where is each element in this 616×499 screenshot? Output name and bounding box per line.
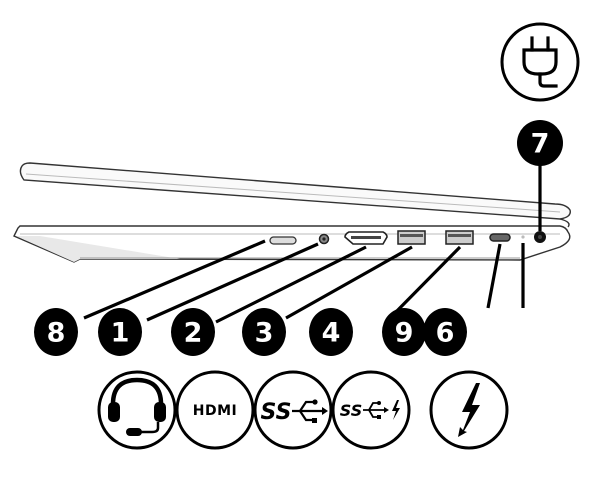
- usb-a-port-2-tongue: [448, 234, 471, 237]
- hdmi-port-contacts: [351, 236, 381, 239]
- svg-text:SS: SS: [261, 400, 292, 425]
- usb-superspeed-charging-icon: SS: [331, 370, 411, 450]
- leader-lines: [83, 160, 542, 324]
- svg-text:9: 9: [395, 318, 414, 349]
- thunderbolt-icon: [429, 370, 509, 450]
- memory-card-reader-slot: [269, 236, 297, 245]
- svg-text:7: 7: [531, 129, 550, 160]
- svg-text:2: 2: [184, 318, 203, 349]
- leader-line-2: [215, 245, 367, 324]
- callout-4: 4: [309, 308, 353, 356]
- usb-a-port-2: [445, 230, 474, 245]
- callout-1: 1: [98, 308, 142, 356]
- laptop-lid: [19, 162, 571, 220]
- svg-text:HDMI: HDMI: [193, 403, 237, 419]
- usb-a-port-1-tongue: [400, 234, 423, 237]
- usb-c-port: [489, 233, 511, 242]
- leader-line-8: [83, 239, 266, 320]
- svg-text:4: 4: [322, 318, 341, 349]
- usb-superspeed-icon: SS: [253, 370, 333, 450]
- hdmi-icon: HDMI: [175, 370, 255, 450]
- ac-adapter-light: [521, 235, 525, 239]
- audio-jack-hole: [322, 237, 326, 241]
- ports: [269, 230, 546, 245]
- callout-2: 2: [171, 308, 215, 356]
- leader-line-3: [285, 245, 413, 320]
- svg-text:SS: SS: [340, 401, 362, 420]
- callout-8: 8: [34, 308, 78, 356]
- usb-a-port-1: [397, 230, 426, 245]
- power-connector-pin: [538, 235, 542, 239]
- callout-3: 3: [242, 308, 286, 356]
- callout-9: 9: [382, 308, 426, 356]
- leader-line-1: [146, 242, 319, 322]
- leader-line-4: [388, 245, 462, 320]
- callout-6: 6: [423, 308, 467, 356]
- svg-text:3: 3: [255, 318, 274, 349]
- leader-line-9: [486, 243, 502, 309]
- svg-text:1: 1: [111, 318, 130, 349]
- headset-icon: [97, 370, 177, 450]
- svg-text:8: 8: [47, 318, 66, 349]
- callout-7: 7: [517, 120, 563, 166]
- power-plug-icon: [500, 22, 580, 102]
- svg-text:6: 6: [436, 318, 455, 349]
